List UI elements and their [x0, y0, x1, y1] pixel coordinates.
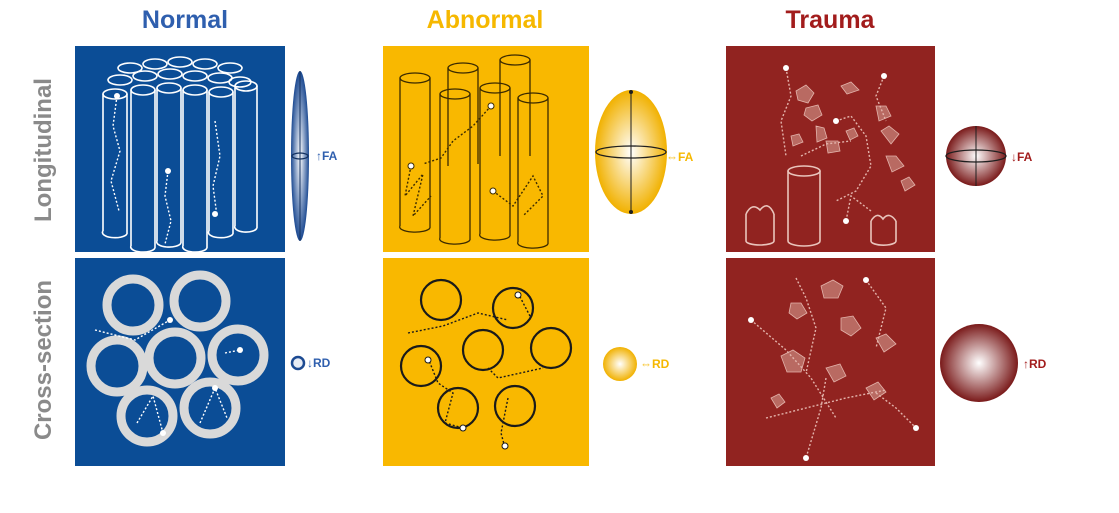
- panel-trauma-cross-section: [726, 258, 935, 466]
- panel-abnormal-longitudinal: [383, 46, 589, 252]
- trauma-fa-sphere: [944, 124, 1008, 188]
- normal-axon-rings: [86, 270, 269, 447]
- abnormal-rd-label: ⇔RD: [640, 357, 670, 371]
- panel-normal-longitudinal: [75, 46, 285, 252]
- normal-rd-sphere: [290, 355, 306, 371]
- normal-fiber-bundle: [101, 56, 258, 252]
- abnormal-rd-sphere: [602, 346, 638, 382]
- column-title-normal: Normal: [141, 6, 229, 34]
- panel-normal-cross-section: [75, 258, 285, 466]
- normal-fa-ellipsoid: [280, 66, 320, 246]
- trauma-rd-sphere: [938, 322, 1020, 404]
- normal-rd-label: ↓RD: [307, 356, 331, 370]
- column-title-abnormal: Abnormal: [426, 6, 544, 34]
- column-title-trauma: Trauma: [785, 6, 875, 34]
- abnormal-fiber-bundle: [399, 54, 549, 249]
- trauma-axon-fragments: [748, 277, 919, 461]
- abnormal-fa-label: ⇔FA: [666, 150, 694, 164]
- abnormal-fa-ellipsoid: [594, 86, 670, 218]
- row-label-longitudinal: Longitudinal: [30, 78, 57, 222]
- trauma-rd-label: ↑RD: [1023, 357, 1047, 371]
- abnormal-axon-rings: [399, 278, 573, 450]
- panel-abnormal-cross-section: [383, 258, 589, 466]
- trauma-fiber-fragments: [745, 65, 916, 247]
- panel-trauma-longitudinal: [726, 46, 935, 252]
- normal-fa-label: ↑FA: [316, 149, 338, 163]
- row-label-cross-section: Cross-section: [30, 279, 57, 441]
- trauma-fa-label: ↓FA: [1011, 150, 1033, 164]
